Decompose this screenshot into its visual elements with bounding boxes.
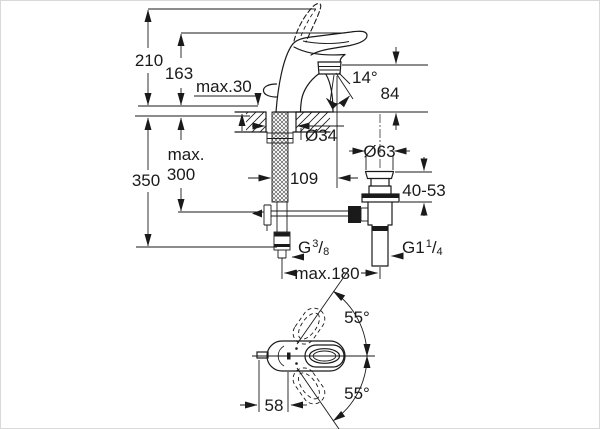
handle-raised-outline [293, 2, 322, 43]
supply-fitting [273, 231, 291, 251]
dim-spout-angle-label: 14° [352, 68, 378, 87]
dim-basin-thickness: 40-53 [395, 157, 446, 216]
popup-rod [252, 204, 352, 231]
dim-spout-top-height-label: 163 [165, 64, 193, 83]
dim-hose-length-label: 350 [132, 171, 160, 190]
dim-waste-diameter: Ø63 [349, 142, 410, 170]
dim-outlet-height: 84 [330, 47, 428, 130]
label-waste-thread: G11/4 [391, 238, 443, 260]
dim-swivel-lower-label: 55° [344, 384, 370, 403]
supply-thread-label: G3/8 [298, 238, 329, 258]
dim-spout-reach: 109 [248, 76, 358, 188]
mounting-nut [266, 132, 294, 144]
threaded-shank [271, 111, 289, 203]
dim-max-rod-label-1: max. [168, 145, 205, 164]
spout-swung-up [292, 307, 326, 345]
label-supply-thread: G3/8 [291, 238, 329, 261]
dimension-chain-left: 210 163 350 max. 300 max.30 [132, 8, 345, 248]
waste-thread-label: G11/4 [402, 238, 443, 258]
dim-handle-overhang-label: 58 [265, 396, 284, 415]
dim-spout-reach-label: 109 [290, 169, 318, 188]
dim-outlet-height-label: 84 [381, 84, 400, 103]
top-view-faucet: 55° 55° 58 [240, 270, 375, 429]
dim-hole-diameter: Ø34 [252, 122, 344, 145]
dim-waste-diameter-label: Ø63 [363, 142, 395, 161]
dim-hole-diameter-label: Ø34 [305, 126, 337, 145]
dim-swivel-upper-label: 55° [344, 308, 370, 327]
dim-max-deck-label: max.30 [196, 77, 252, 96]
dim-spout-angle: 14° [326, 68, 378, 110]
dim-total-height-label: 210 [135, 51, 163, 70]
dim-max-rod-label-2: 300 [167, 165, 195, 184]
lift-rod-knob [262, 83, 278, 98]
hinge-mark [287, 352, 291, 360]
handle-tip-top [256, 351, 269, 359]
dim-max-projection-label: max.180 [294, 264, 359, 283]
rod-end [252, 209, 262, 218]
rod-clamp-knob [348, 206, 361, 223]
waste-flange [361, 193, 400, 203]
popup-waste-assembly [348, 114, 400, 267]
deck-hatching-left [246, 112, 266, 132]
dim-basin-thickness-label: 40-53 [402, 181, 445, 200]
